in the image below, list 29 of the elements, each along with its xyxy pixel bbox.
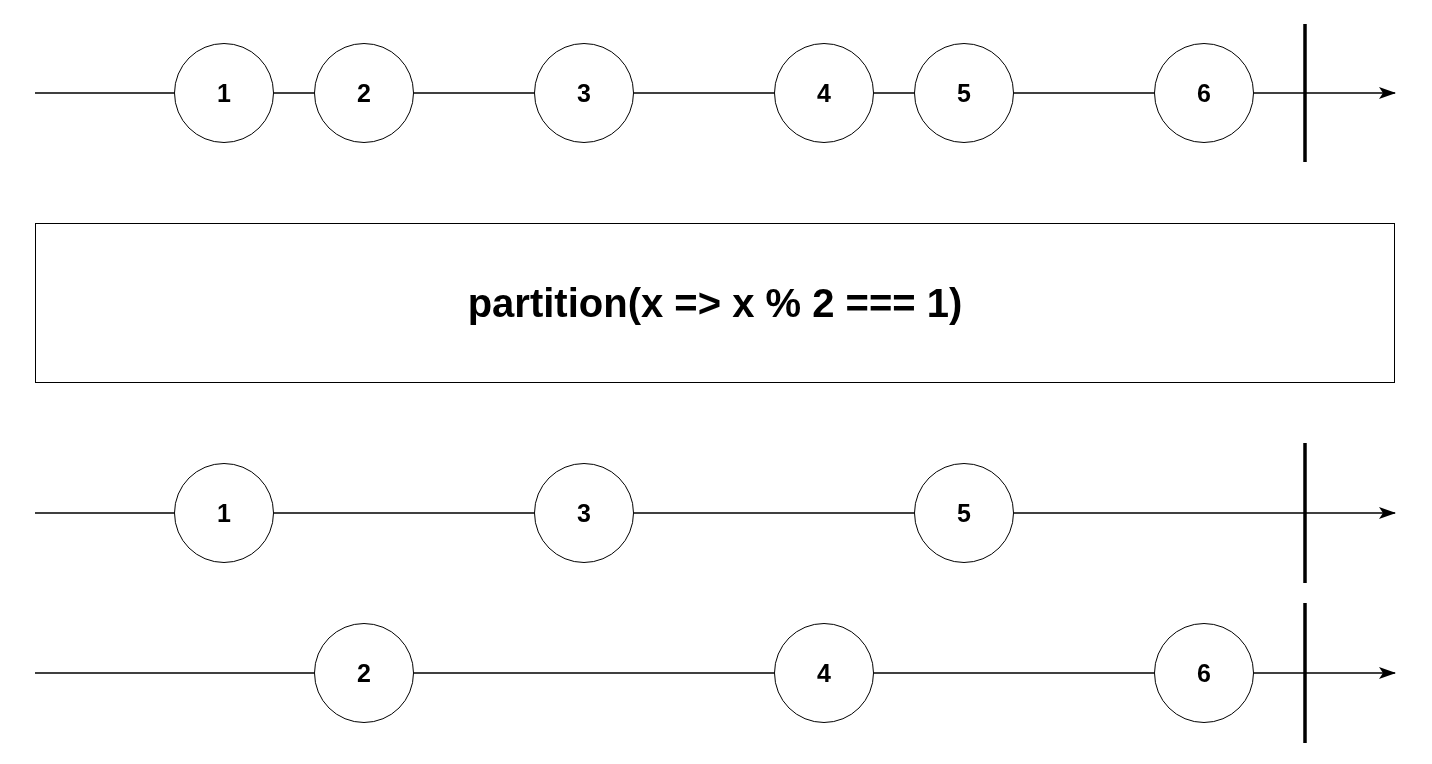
timeline-line — [34, 672, 315, 674]
operator-label: partition(x => x % 2 === 1) — [467, 281, 963, 325]
marble-value: 5 — [957, 500, 971, 526]
marble-value: 3 — [577, 500, 591, 526]
timeline-line — [873, 92, 915, 94]
timeline-line — [34, 512, 175, 514]
marble-value: 3 — [577, 80, 591, 106]
timeline-line — [633, 512, 915, 514]
timeline-line — [873, 672, 1155, 674]
timeline-line — [1013, 92, 1155, 94]
timeline-line — [413, 672, 775, 674]
timeline-arrow — [1253, 667, 1396, 679]
marble-value: 1 — [217, 500, 231, 526]
timeline-line — [273, 512, 535, 514]
marble-value: 6 — [1197, 80, 1211, 106]
operator-box — [35, 223, 1395, 383]
timeline-line — [273, 92, 315, 94]
marble-value: 2 — [357, 660, 371, 686]
marble-value: 4 — [817, 80, 831, 106]
timeline-arrow — [1253, 87, 1396, 99]
marble-value: 2 — [357, 80, 371, 106]
timeline-line — [633, 92, 775, 94]
timeline-line — [413, 92, 535, 94]
timeline-line — [34, 92, 175, 94]
marble-value: 5 — [957, 80, 971, 106]
marble-value: 1 — [217, 80, 231, 106]
marble-value: 6 — [1197, 660, 1211, 686]
marble-value: 4 — [817, 660, 831, 686]
timeline-arrow — [1013, 507, 1396, 519]
